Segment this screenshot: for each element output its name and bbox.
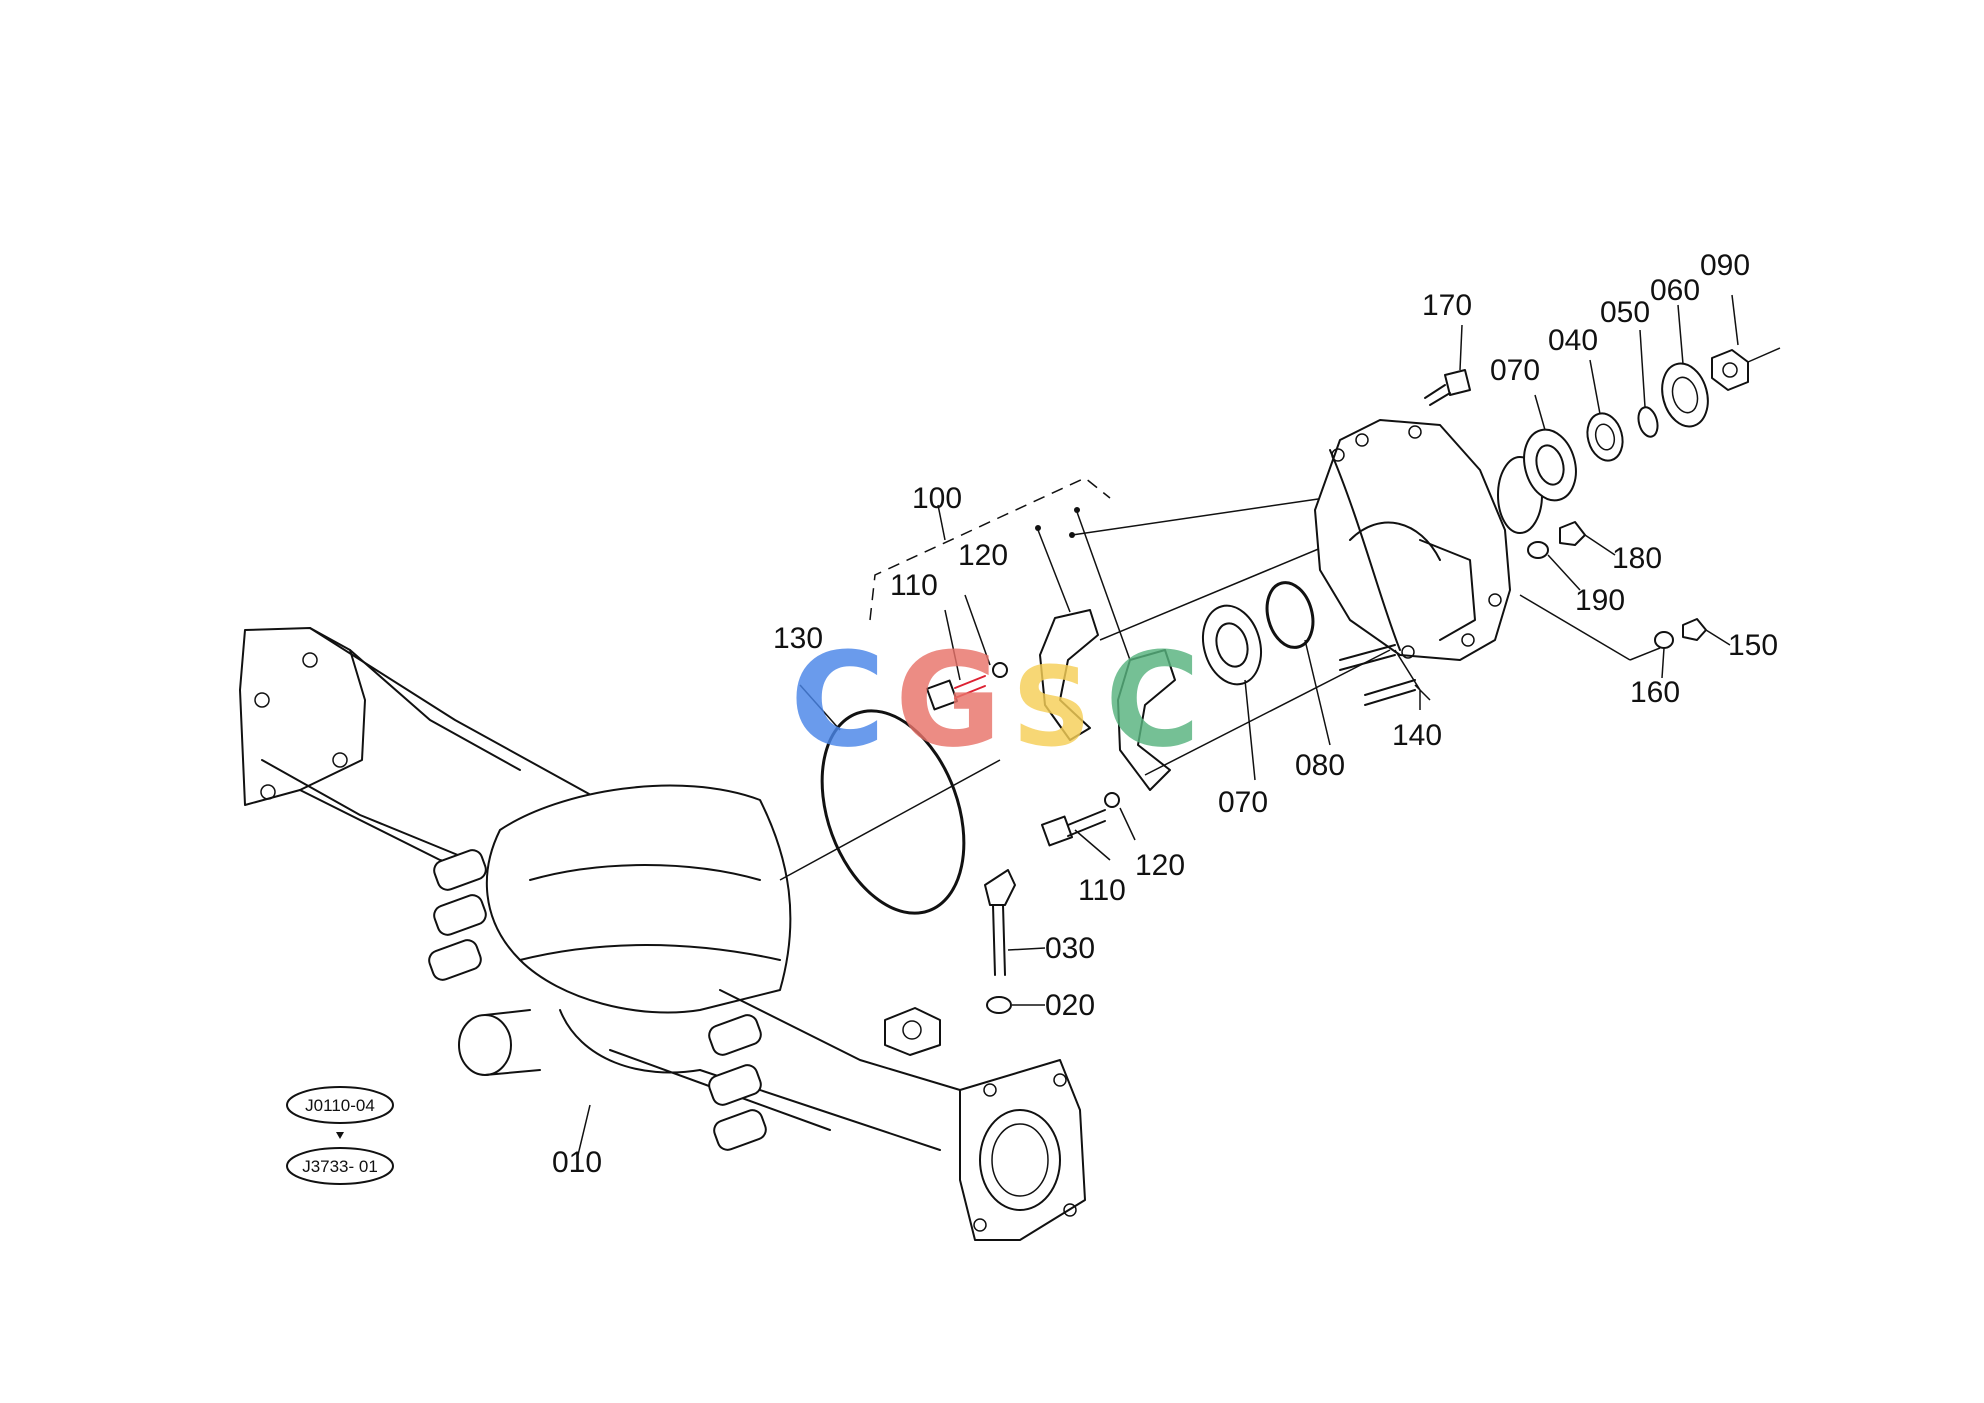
label-170: 170: [1422, 289, 1472, 322]
label-070-lower: 070: [1218, 786, 1268, 819]
label-140: 140: [1392, 719, 1442, 752]
watermark-letter-g: G: [895, 624, 1002, 776]
label-130: 130: [773, 622, 823, 655]
label-120-upper: 120: [958, 539, 1008, 572]
label-080: 080: [1295, 749, 1345, 782]
drain-plug: [984, 869, 1046, 1014]
label-110-lower: 110: [1078, 874, 1126, 907]
label-040: 040: [1548, 324, 1598, 357]
watermark-letter-c-2: C: [1105, 624, 1200, 776]
label-050: 050: [1600, 296, 1650, 329]
o-ring-130: [779, 684, 1001, 915]
label-180: 180: [1612, 542, 1662, 575]
label-190: 190: [1575, 584, 1625, 617]
label-150: 150: [1728, 629, 1778, 662]
label-060: 060: [1650, 274, 1700, 307]
label-020: 020: [1045, 989, 1095, 1022]
gear-housing-cover: [1314, 419, 1661, 710]
label-090: 090: [1700, 249, 1750, 282]
watermark-letter-s: S: [1012, 643, 1091, 771]
label-110-upper: 110: [890, 569, 938, 602]
ref-code-bottom: J3733- 01: [302, 1157, 378, 1176]
part-labels: 010 020 030 040 050 060 070 070 080 090 …: [552, 249, 1778, 1179]
label-010: 010: [552, 1146, 602, 1179]
axle-housing: [239, 627, 1086, 1241]
label-030: 030: [1045, 932, 1095, 965]
label-100: 100: [912, 482, 962, 515]
label-120-lower: 120: [1135, 849, 1185, 882]
bracket-assembly: [869, 477, 1391, 861]
label-070-upper: 070: [1490, 354, 1540, 387]
label-160: 160: [1630, 676, 1680, 709]
reference-codes: J0110-04 J3733- 01: [286, 1086, 394, 1185]
ref-code-top: J0110-04: [305, 1096, 375, 1115]
bearings: [1202, 294, 1781, 781]
watermark-letter-c: C: [790, 624, 885, 776]
watermark-logo: C G S C: [790, 624, 1200, 776]
